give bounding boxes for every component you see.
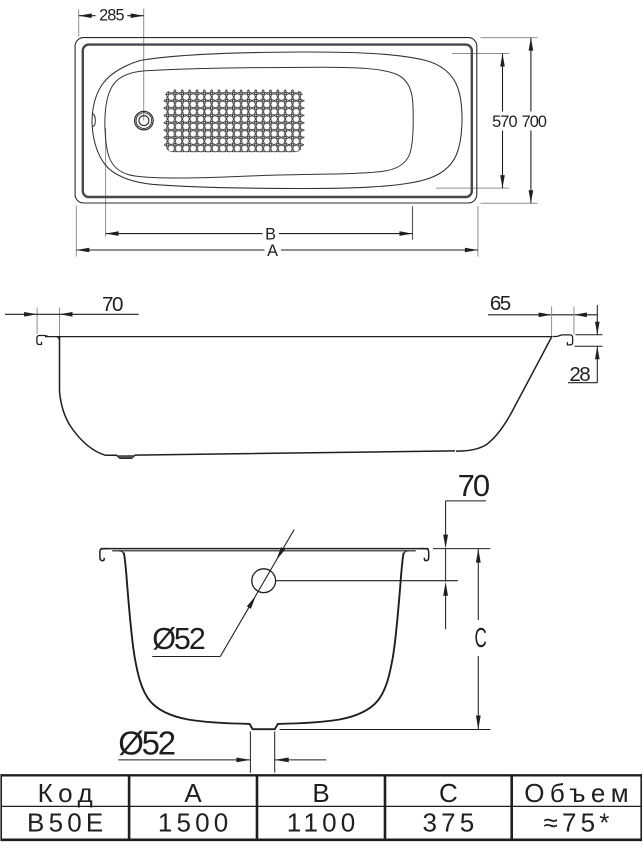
svg-text:A: A	[184, 778, 207, 808]
svg-text:285: 285	[99, 7, 124, 25]
svg-text:A: A	[267, 242, 278, 260]
svg-text:B50E: B50E	[27, 807, 107, 837]
svg-text:570: 570	[492, 113, 517, 131]
svg-text:≈75*: ≈75*	[543, 807, 613, 837]
svg-text:700: 700	[522, 113, 547, 131]
svg-text:B: B	[265, 226, 276, 244]
svg-text:C: C	[439, 778, 463, 808]
svg-text:Объем: Объем	[524, 778, 634, 808]
svg-text:375: 375	[422, 807, 478, 837]
svg-text:B: B	[312, 778, 335, 808]
svg-text:1100: 1100	[287, 807, 360, 837]
svg-text:Ø52: Ø52	[152, 622, 205, 656]
svg-text:65: 65	[490, 292, 511, 315]
svg-text:Код: Код	[38, 778, 98, 808]
svg-text:C: C	[475, 622, 487, 653]
svg-text:28: 28	[569, 363, 590, 386]
svg-text:70: 70	[102, 293, 123, 316]
svg-text:Ø52: Ø52	[118, 725, 175, 762]
svg-text:1500: 1500	[158, 807, 233, 837]
svg-text:70: 70	[458, 468, 490, 503]
